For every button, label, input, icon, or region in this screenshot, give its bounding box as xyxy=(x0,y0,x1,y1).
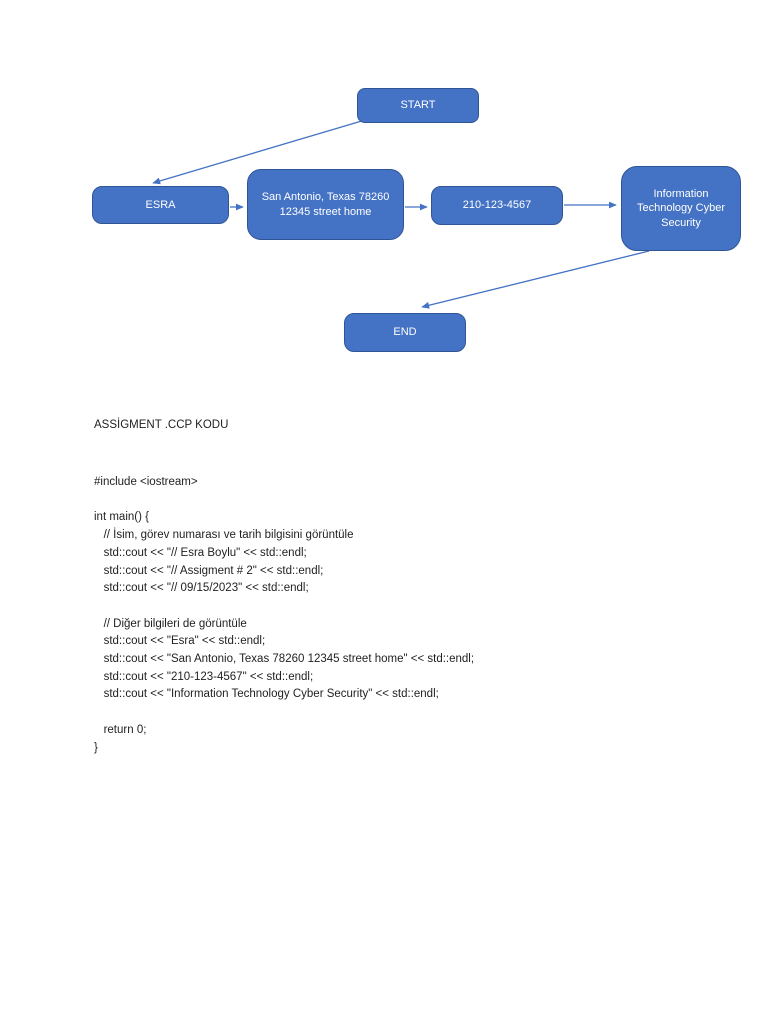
flow-node-field-label: Information Technology Cyber Security xyxy=(636,188,726,229)
flow-node-start-label: START xyxy=(400,99,436,112)
flow-node-end-label: END xyxy=(393,326,417,339)
flow-node-end: END xyxy=(344,313,466,352)
arrow-start-to-esra xyxy=(152,119,366,185)
code-line: std::cout << "// 09/15/2023" << std::end… xyxy=(94,582,309,595)
code-line: std::cout << "// Assigment # 2" << std::… xyxy=(94,564,324,577)
arrow-field-to-end xyxy=(421,250,650,309)
code-line: } xyxy=(94,741,98,754)
flow-node-field: Information Technology Cyber Security xyxy=(621,166,741,251)
code-line: std::cout << "Esra" << std::endl; xyxy=(94,635,266,648)
code-line: // Diğer bilgileri de görüntüle xyxy=(94,617,247,630)
flow-node-phone-label: 210-123-4567 xyxy=(462,199,532,212)
code-line: // İsim, görev numarası ve tarih bilgisi… xyxy=(94,529,354,542)
code-line xyxy=(94,492,474,510)
code-line: return 0; xyxy=(94,723,147,736)
flow-node-phone: 210-123-4567 xyxy=(431,186,563,225)
code-line: std::cout << "San Antonio, Texas 78260 1… xyxy=(94,653,475,665)
code-line: std::cout << "Information Technology Cyb… xyxy=(94,688,439,701)
code-line: #include <iostream> xyxy=(94,476,198,488)
code-line: std::cout << "// Esra Boylu" << std::end… xyxy=(94,546,307,559)
flow-node-esra-label: ESRA xyxy=(145,198,176,211)
document-title: ASSİGMENT .CCP KODU xyxy=(94,419,229,431)
flowchart: START ESRA San Antonio, Texas 78260 1234… xyxy=(0,0,768,380)
code-line: int main() { xyxy=(94,511,149,524)
code-line xyxy=(94,704,474,722)
code-block: #include <iostream> int main() { // İsim… xyxy=(94,474,474,757)
flow-node-start: START xyxy=(357,88,479,123)
flowchart-connectors xyxy=(152,119,650,309)
flow-node-address-label: San Antonio, Texas 78260 12345 street ho… xyxy=(261,191,390,218)
flow-node-address: San Antonio, Texas 78260 12345 street ho… xyxy=(247,169,404,240)
code-line xyxy=(94,598,474,616)
flow-node-esra: ESRA xyxy=(92,186,229,224)
code-line: std::cout << "210-123-4567" << std::endl… xyxy=(94,670,314,683)
